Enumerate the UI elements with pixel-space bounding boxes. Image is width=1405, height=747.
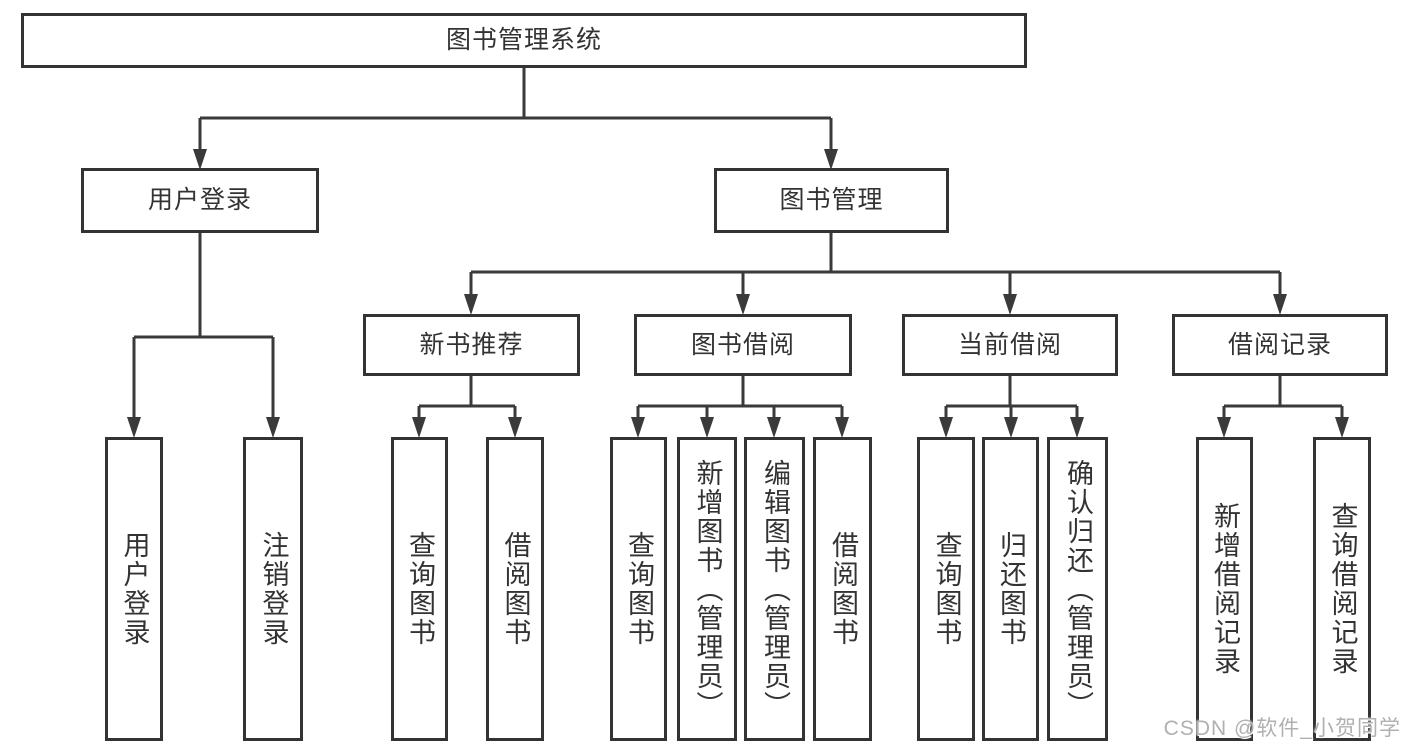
- connector-borrow-records: [1222, 376, 1344, 420]
- leaf-records-add-record: 新增借阅记录: [1196, 437, 1253, 741]
- node-user-login: 用户登录: [81, 168, 319, 233]
- connector-root: [198, 68, 833, 152]
- node-current-borrow-label: 当前借阅: [957, 330, 1062, 359]
- arrow-icon: [736, 294, 750, 315]
- connector-book-management: [469, 233, 1282, 297]
- node-root-label: 图书管理系统: [445, 26, 602, 54]
- node-book-borrow-label: 图书借阅: [690, 330, 795, 359]
- leaf-recommend-query-books-label: 查询图书: [405, 531, 435, 647]
- node-book-management-label: 图书管理: [779, 186, 884, 214]
- arrow-icon: [1273, 294, 1287, 315]
- watermark: CSDN @软件_小贺同学: [1163, 717, 1401, 740]
- leaf-current-return-books-label: 归还图书: [996, 531, 1026, 647]
- arrow-icon: [700, 417, 714, 438]
- arrow-icon: [1003, 294, 1017, 315]
- arrow-icon: [824, 149, 838, 170]
- arrow-icon: [193, 149, 207, 170]
- leaf-borrow-borrow-books-label: 借阅图书: [828, 531, 858, 647]
- node-user-login-label: 用户登录: [147, 186, 252, 214]
- leaf-recommend-query-books: 查询图书: [391, 437, 448, 741]
- arrow-icon: [939, 417, 953, 438]
- leaf-borrow-add-books-admin: 新增图书（管理员）: [677, 437, 737, 741]
- leaf-borrow-query-books: 查询图书: [610, 437, 667, 741]
- arrow-icon: [127, 417, 141, 438]
- leaf-current-confirm-return-admin-label: 确认归还（管理员）: [1063, 458, 1093, 720]
- node-root: 图书管理系统: [21, 13, 1027, 68]
- arrow-icon: [1070, 417, 1084, 438]
- leaf-current-return-books: 归还图书: [982, 437, 1039, 741]
- leaf-current-confirm-return-admin: 确认归还（管理员）: [1047, 437, 1108, 741]
- leaf-user-login-label: 用户登录: [119, 531, 150, 647]
- leaf-borrow-edit-books-admin-label: 编辑图书（管理员）: [760, 458, 790, 720]
- arrow-icon: [412, 417, 426, 438]
- leaf-records-query-record: 查询借阅记录: [1313, 437, 1371, 741]
- leaf-borrow-borrow-books: 借阅图书: [813, 437, 872, 741]
- leaf-logout: 注销登录: [243, 437, 303, 741]
- connector-user-login: [132, 233, 275, 420]
- node-new-book-recommend-label: 新书推荐: [419, 330, 524, 359]
- arrow-icon: [1004, 417, 1018, 438]
- node-borrow-records: 借阅记录: [1172, 314, 1388, 376]
- leaf-current-query-books-label: 查询图书: [931, 531, 962, 647]
- arrow-icon: [631, 417, 645, 438]
- node-borrow-records-label: 借阅记录: [1227, 330, 1332, 359]
- leaf-borrow-edit-books-admin: 编辑图书（管理员）: [744, 437, 805, 741]
- leaf-recommend-borrow-books-label: 借阅图书: [500, 531, 531, 647]
- node-new-book-recommend: 新书推荐: [363, 314, 580, 376]
- connector-current-borrow: [944, 376, 1079, 420]
- arrow-icon: [508, 417, 522, 438]
- leaf-user-login: 用户登录: [105, 437, 163, 741]
- arrowheads: [127, 149, 1349, 438]
- arrow-icon: [266, 417, 280, 438]
- arrow-icon: [1217, 417, 1231, 438]
- node-book-borrow: 图书借阅: [634, 314, 852, 376]
- leaf-logout-label: 注销登录: [258, 531, 289, 647]
- connector-new-book-recommend: [417, 376, 517, 420]
- node-book-management: 图书管理: [714, 168, 949, 233]
- leaf-records-query-record-label: 查询借阅记录: [1327, 502, 1358, 676]
- node-current-borrow: 当前借阅: [902, 314, 1118, 376]
- connector-book-borrow: [636, 376, 844, 420]
- leaf-records-add-record-label: 新增借阅记录: [1210, 502, 1240, 676]
- arrow-icon: [835, 417, 849, 438]
- leaf-current-query-books: 查询图书: [917, 437, 975, 741]
- arrow-icon: [1335, 417, 1349, 438]
- leaf-borrow-query-books-label: 查询图书: [624, 531, 654, 647]
- arrow-icon: [464, 294, 478, 315]
- arrow-icon: [767, 417, 781, 438]
- leaf-recommend-borrow-books: 借阅图书: [486, 437, 544, 741]
- leaf-borrow-add-books-admin-label: 新增图书（管理员）: [692, 458, 723, 720]
